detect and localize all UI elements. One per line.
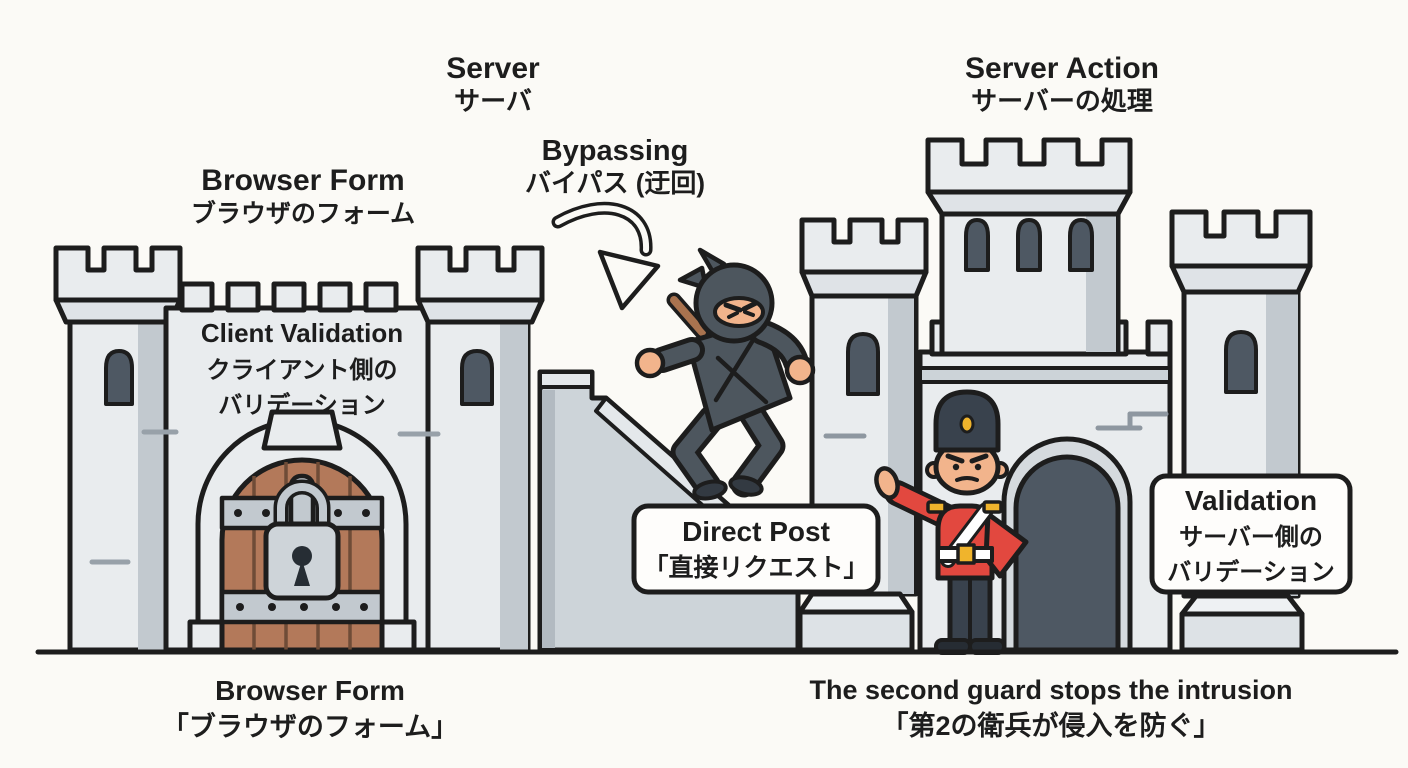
label-client-validation: Client Validation クライアント側の バリデーション: [201, 318, 403, 419]
left-castle-right-tower: [415, 245, 545, 653]
svg-text:Client Validation: Client Validation: [201, 318, 403, 348]
keep-window: [1016, 218, 1042, 272]
brick-marks: [89, 429, 441, 565]
guard-epaulette: [982, 500, 1003, 514]
svg-text:「ブラウザのフォーム」: 「ブラウザのフォーム」: [162, 711, 458, 742]
validation-label-ja1: サーバー側の: [1179, 524, 1323, 551]
tower-window: [460, 349, 494, 406]
tower-window: [1224, 330, 1258, 394]
guard-hat-badge: [959, 414, 975, 434]
sword-handle: [670, 296, 706, 336]
ninja-fist: [634, 347, 666, 379]
mid-wall-shadow: [542, 390, 555, 648]
arrowhead: [597, 249, 661, 311]
ninja-rear-leg: [735, 405, 781, 493]
svg-text:バリデーション: バリデーション: [218, 391, 386, 419]
caption-browser-form: Browser Form 「ブラウザのフォーム」: [162, 675, 458, 742]
svg-text:Bypassing: Bypassing: [542, 135, 689, 167]
validation-label-en: Validation: [1185, 485, 1317, 516]
label-bypassing: Bypassing バイパス (迂回): [525, 135, 705, 198]
ninja-brows: [723, 300, 759, 313]
bypass-arrow-icon: [551, 201, 661, 311]
caption-guard: The second guard stops the intrusion 「第2…: [809, 675, 1292, 741]
ninja-front-leg: [675, 409, 721, 495]
svg-text:「第2の衛兵が侵入を防ぐ」: 「第2の衛兵が侵入を防ぐ」: [881, 710, 1220, 741]
svg-text:Server Action: Server Action: [965, 52, 1159, 85]
ninja-figure: [634, 247, 816, 501]
left-castle: [53, 245, 545, 653]
direct-post-label-ja: 「直接リクエスト」: [643, 553, 868, 582]
guard-frown: [955, 476, 979, 482]
guard-palm: [874, 466, 900, 500]
keep-window: [964, 218, 990, 272]
ninja-left-arm: [654, 342, 700, 368]
keystone: [261, 409, 343, 451]
svg-text:ブラウザのフォーム: ブラウザのフォーム: [191, 199, 415, 228]
guard-buckle: [956, 543, 976, 565]
tower-window: [104, 349, 134, 406]
svg-text:クライアント側の: クライアント側の: [206, 357, 397, 384]
ninja-foot: [728, 475, 764, 497]
svg-text:Server: Server: [446, 52, 540, 85]
gate-arch: [1001, 436, 1133, 653]
ninja-lapel: [713, 329, 769, 405]
label-server-action: Server Action サーバーの処理: [965, 52, 1159, 116]
callout-direct-post: Direct Post 「直接リクエスト」: [631, 503, 881, 595]
brick-marks: [823, 411, 1169, 439]
callout-validation: Validation サーバー側の バリデーション: [1149, 473, 1353, 595]
ninja-foot: [692, 479, 728, 501]
left-castle-left-tower: [53, 245, 183, 653]
padlock-icon: [263, 473, 341, 601]
guard-brows: [945, 453, 989, 464]
svg-text:サーバ: サーバ: [454, 86, 532, 116]
guard-epaulette: [926, 500, 947, 514]
guard-akimbo-arm: [983, 511, 1029, 579]
keyhole: [292, 546, 312, 566]
tower-plinth: [797, 609, 915, 653]
ninja-fist: [784, 354, 816, 386]
guard-figure: [874, 389, 1029, 655]
direct-post-label-en: Direct Post: [682, 516, 830, 547]
svg-text:サーバーの処理: サーバーの処理: [971, 86, 1153, 116]
keep-tower: [925, 137, 1133, 357]
svg-text:Browser Form: Browser Form: [201, 164, 404, 197]
keep-window: [1068, 218, 1094, 272]
svg-text:Browser Form: Browser Form: [215, 675, 405, 706]
label-server: Server サーバ: [446, 52, 540, 116]
ninja-eyes: [727, 310, 755, 319]
svg-text:The second guard stops the int: The second guard stops the intrusion: [809, 675, 1292, 705]
svg-text:バイパス (迂回): バイパス (迂回): [525, 168, 705, 198]
tower-plinth: [1179, 611, 1305, 653]
label-browser-form-top: Browser Form ブラウザのフォーム: [191, 164, 415, 228]
tower-window: [846, 332, 880, 396]
validation-label-ja2: バリデーション: [1167, 558, 1335, 586]
castle-gate-door: [187, 409, 417, 653]
